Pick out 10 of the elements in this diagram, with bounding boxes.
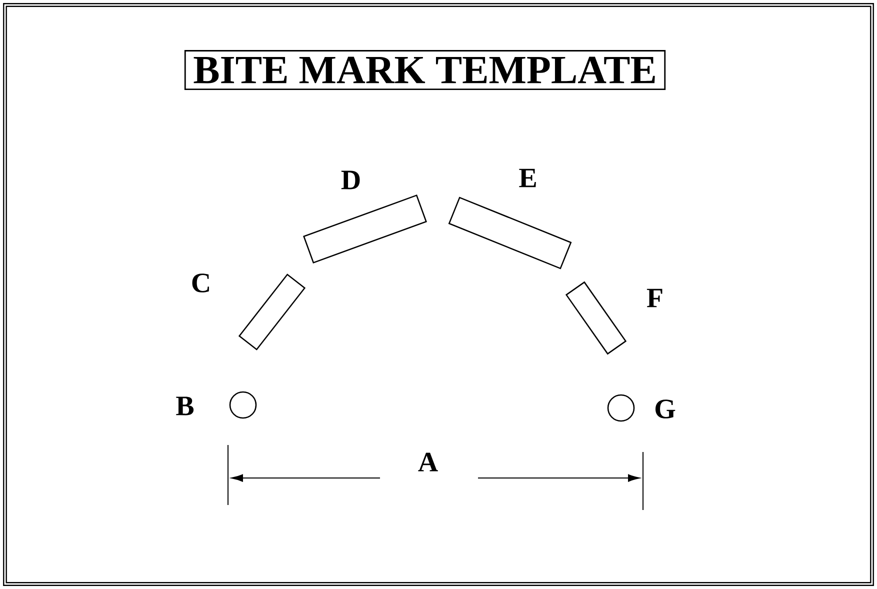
tooth-label: C [192, 274, 209, 292]
dimension-label: A [418, 452, 438, 472]
tooth-label: G [655, 400, 676, 418]
title-box: BITE MARK TEMPLATE [184, 50, 666, 90]
tooth-circle [607, 394, 635, 422]
tooth-circle [229, 391, 257, 419]
tooth-label: D [341, 170, 360, 190]
tooth-label: B [176, 396, 194, 416]
tooth-label: F [646, 288, 662, 308]
tooth-label: E [519, 168, 536, 188]
